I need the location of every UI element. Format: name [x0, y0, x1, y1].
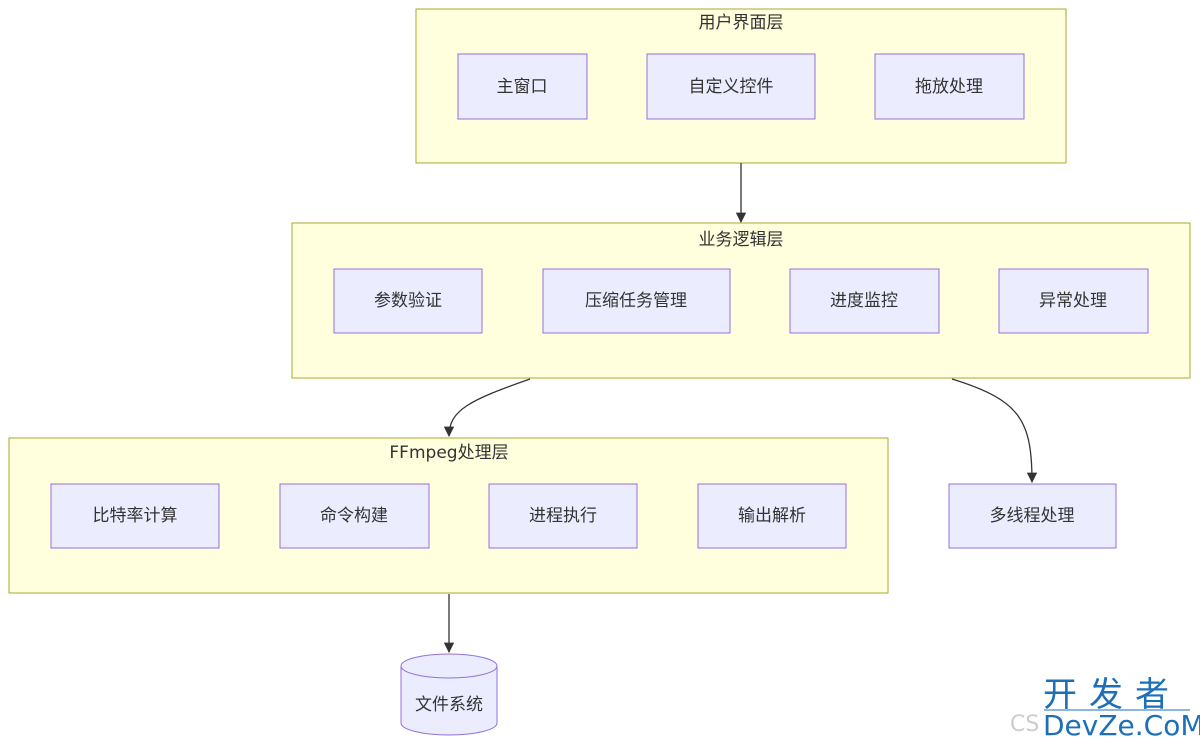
node-output-parse[interactable]: 输出解析 [697, 483, 847, 549]
svg-text:进程执行: 进程执行 [529, 506, 597, 526]
svg-text:文件系统: 文件系统 [415, 695, 483, 715]
svg-text:多线程处理: 多线程处理 [990, 506, 1075, 526]
edge-logic-to-ffmpeg [443, 378, 531, 438]
edge-logic-to-threads [951, 378, 1038, 484]
svg-text:进度监控: 进度监控 [830, 291, 898, 311]
node-filesystem-cylinder[interactable]: 文件系统 [400, 653, 498, 736]
node-command-build[interactable]: 命令构建 [279, 483, 430, 549]
svg-text:命令构建: 命令构建 [320, 506, 388, 526]
svg-text:自定义控件: 自定义控件 [689, 77, 774, 97]
cluster-title: FFmpeg处理层 [389, 443, 508, 463]
svg-text:CS: CS [1010, 712, 1039, 737]
node-progress-monitor[interactable]: 进度监控 [789, 268, 940, 334]
node-param-validation[interactable]: 参数验证 [333, 268, 483, 334]
node-process-exec[interactable]: 进程执行 [488, 483, 638, 549]
node-bitrate-calc[interactable]: 比特率计算 [50, 483, 220, 549]
svg-text:异常处理: 异常处理 [1039, 291, 1107, 311]
svg-text:DevZe.CoM: DevZe.CoM [1043, 709, 1200, 742]
cluster-ffmpeg-layer: FFmpeg处理层 比特率计算 命令构建 进程执行 输出解析 [8, 437, 889, 594]
svg-text:压缩任务管理: 压缩任务管理 [585, 291, 687, 311]
svg-text:比特率计算: 比特率计算 [93, 506, 178, 526]
svg-text:输出解析: 输出解析 [738, 506, 806, 526]
svg-text:拖放处理: 拖放处理 [915, 77, 983, 97]
watermark-logo: CS 开发者 DevZe.CoM [1010, 675, 1200, 742]
svg-text:主窗口: 主窗口 [497, 77, 548, 97]
cluster-logic-layer: 业务逻辑层 参数验证 压缩任务管理 进度监控 异常处理 [291, 222, 1191, 379]
cluster-title: 用户界面层 [699, 13, 784, 33]
svg-text:开发者: 开发者 [1043, 675, 1181, 715]
node-exception-handling[interactable]: 异常处理 [998, 268, 1149, 334]
svg-text:参数验证: 参数验证 [374, 291, 442, 311]
cluster-ui-layer: 用户界面层 主窗口 自定义控件 拖放处理 [415, 8, 1067, 164]
node-task-management[interactable]: 压缩任务管理 [542, 268, 731, 334]
node-multithreading[interactable]: 多线程处理 [948, 483, 1117, 549]
cluster-title: 业务逻辑层 [699, 230, 784, 250]
node-custom-controls[interactable]: 自定义控件 [646, 53, 816, 120]
node-drag-drop[interactable]: 拖放处理 [874, 53, 1025, 120]
node-main-window[interactable]: 主窗口 [457, 53, 588, 120]
